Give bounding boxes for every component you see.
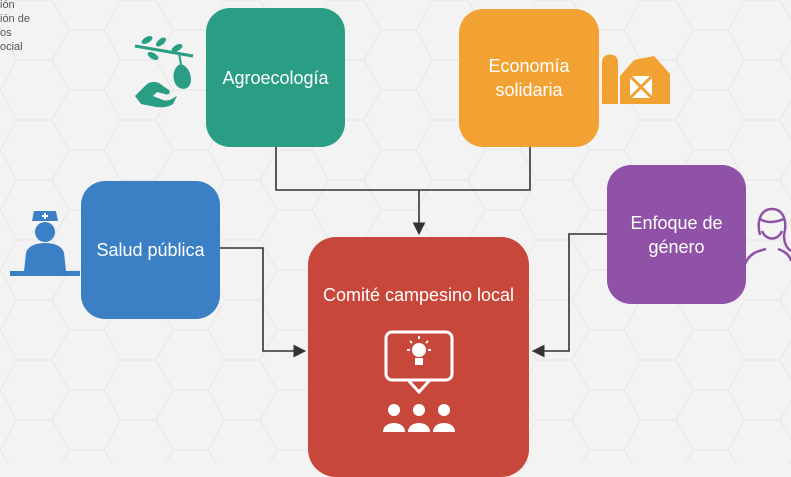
node-agroecologia: Agroecología bbox=[206, 8, 345, 147]
presentation-group-icon bbox=[383, 330, 455, 432]
arrow-salud-comite bbox=[220, 247, 307, 358]
agroecologia-label: Agroecología bbox=[222, 67, 329, 88]
node-economia-solidaria: Economía solidaria bbox=[459, 9, 599, 147]
branch-pear-hand-icon bbox=[134, 36, 194, 108]
connector-agro-eco bbox=[275, 147, 531, 191]
woman-icon bbox=[744, 207, 791, 267]
corner-caption: ión ión de os ocial bbox=[0, 0, 30, 53]
node-enfoque-genero: Enfoque de género bbox=[607, 165, 746, 304]
nurse-icon bbox=[10, 211, 80, 276]
node-salud-publica: Salud pública bbox=[81, 181, 220, 319]
genero-label: Enfoque de género bbox=[630, 212, 723, 257]
comite-label: Comité campesino local bbox=[322, 285, 515, 305]
salud-label: Salud pública bbox=[96, 240, 205, 260]
arrow-genero-comite bbox=[531, 233, 607, 358]
economia-label: Economía solidaria bbox=[488, 56, 570, 100]
barn-icon bbox=[602, 54, 670, 104]
node-comite-campesino: Comité campesino local bbox=[308, 237, 529, 477]
connector-lines bbox=[220, 147, 607, 358]
